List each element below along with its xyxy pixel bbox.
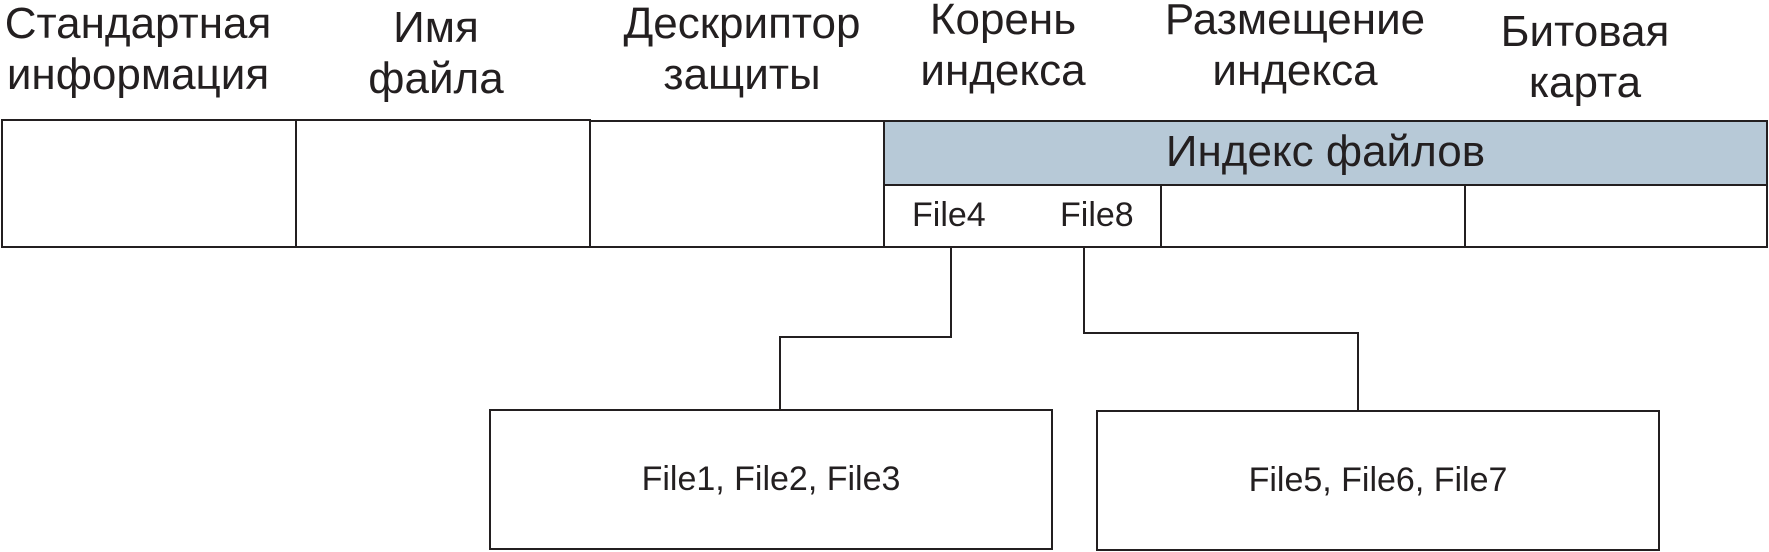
leaf-node-left: File1, File2, File3 bbox=[489, 409, 1053, 550]
header-bitmap-line1: Битовая bbox=[1500, 7, 1670, 56]
leaf-node-right-label: File5, File6, File7 bbox=[1248, 461, 1508, 499]
header-security-descriptor-line1: Дескриптор bbox=[623, 0, 861, 48]
connector-file8-vertical-top bbox=[1083, 247, 1085, 334]
header-standard-info-line1: Стандартная bbox=[4, 0, 272, 48]
connector-file4-vertical-top bbox=[950, 247, 952, 338]
header-file-name-line2: файла bbox=[368, 54, 504, 103]
cell-file-name bbox=[295, 119, 591, 248]
header-index-root-line1: Корень bbox=[929, 0, 1077, 44]
leaf-node-right: File5, File6, File7 bbox=[1096, 410, 1660, 551]
header-bitmap: Битовая карта bbox=[1455, 6, 1715, 108]
header-standard-info: Стандартная информация bbox=[0, 0, 276, 100]
header-file-name-line1: Имя bbox=[393, 3, 479, 52]
header-bitmap-line2: карта bbox=[1528, 58, 1642, 107]
index-key-file8: File8 bbox=[1060, 196, 1134, 234]
header-index-root: Корень индекса bbox=[880, 0, 1126, 96]
leaf-node-left-label: File1, File2, File3 bbox=[641, 460, 901, 498]
header-index-allocation: Размещение индекса bbox=[1135, 0, 1455, 96]
connector-file8-horizontal bbox=[1083, 332, 1359, 334]
header-standard-info-line2: информация bbox=[6, 50, 270, 99]
index-key-file4: File4 bbox=[912, 196, 986, 234]
connector-file8-vertical-bottom bbox=[1357, 332, 1359, 411]
cell-standard-info bbox=[1, 119, 297, 248]
header-index-allocation-line1: Размещение bbox=[1164, 0, 1426, 44]
index-root-title: Индекс файлов bbox=[1165, 127, 1486, 176]
index-allocation-cell bbox=[1160, 184, 1466, 248]
bitmap-cell bbox=[1464, 184, 1768, 248]
cell-security-descriptor bbox=[589, 120, 886, 248]
connector-file4-horizontal bbox=[779, 336, 952, 338]
header-index-root-line2: индекса bbox=[920, 46, 1086, 95]
header-security-descriptor-line2: защиты bbox=[663, 50, 821, 99]
header-security-descriptor: Дескриптор защиты bbox=[595, 0, 889, 100]
connector-file4-vertical-bottom bbox=[779, 336, 781, 410]
index-root-title-bar: Индекс файлов bbox=[883, 120, 1768, 186]
index-root-keys-cell bbox=[883, 184, 1162, 248]
header-file-name: Имя файла bbox=[295, 2, 577, 104]
header-index-allocation-line2: индекса bbox=[1212, 46, 1378, 95]
